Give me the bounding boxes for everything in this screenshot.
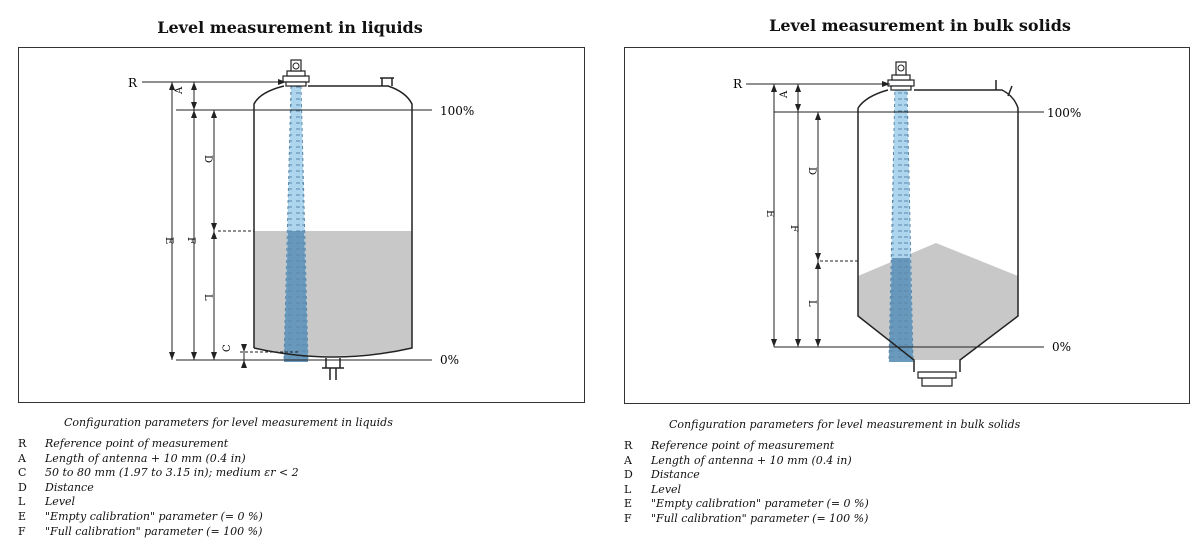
legend-text: Level (45, 495, 76, 509)
liquids-label-100: 100% (440, 104, 474, 118)
solids-label-100: 100% (1047, 106, 1081, 120)
legend-key: R (18, 437, 27, 450)
legend-key: A (18, 451, 26, 465)
legend-text: Reference point of measurement (651, 439, 835, 452)
liquids-title: Level measurement in liquids (157, 18, 423, 37)
legend-text: Distance (45, 480, 94, 494)
legend-text: "Full calibration" parameter (= 100 %) (651, 511, 869, 525)
liquids-label-R: R (128, 76, 138, 90)
silo-outlet (917, 371, 957, 387)
legend-key: D (18, 480, 27, 494)
legend-text: Distance (651, 468, 700, 482)
legend-item: E "Empty calibration" parameter (= 0 %) (624, 497, 869, 512)
beam-dashes (284, 86, 308, 362)
legend-key: E (624, 497, 633, 511)
legend-item: C 50 to 80 mm (1.97 to 3.15 in); medium ε… (18, 466, 299, 481)
legend-item: D Distance (624, 468, 869, 483)
legend-item: R Reference point of measurement (624, 439, 869, 454)
liquids-tank (253, 85, 413, 358)
legend-text: Length of antenna + 10 mm (0.4 in) (45, 451, 246, 465)
tank-nozzle-right (380, 77, 394, 86)
solids-caption: Configuration parameters for level measu… (669, 418, 1021, 431)
legend-text: Length of antenna + 10 mm (0.4 in) (651, 453, 852, 467)
solids-label-R: R (733, 77, 743, 91)
liquids-label-A: A (174, 86, 185, 95)
liquids-label-E: E (163, 237, 174, 244)
legend-key: A (624, 453, 632, 467)
solids-legend: R Reference point of measurement A Length … (624, 439, 869, 527)
legend-key: F (18, 524, 26, 538)
solids-label-A: A (779, 90, 790, 99)
tank-outlet (322, 358, 344, 380)
legend-key: E (18, 509, 27, 523)
solids-diagram: R 100% 0% E A F D L (624, 47, 1190, 404)
solids-label-E: E (764, 210, 775, 217)
solids-label-F: F (788, 225, 799, 232)
legend-item: L Level (18, 495, 299, 510)
legend-key: L (624, 482, 632, 496)
liquids-label-0: 0% (440, 353, 459, 367)
legend-item: F "Full calibration" parameter (= 100 %) (624, 512, 869, 527)
legend-text: "Full calibration" parameter (= 100 %) (45, 524, 263, 538)
liquids-label-L: L (202, 294, 213, 301)
solids-frame (624, 47, 1190, 404)
legend-key: C (18, 466, 27, 480)
liquids-diagram: R 100% 0% E F A D L C (18, 47, 585, 403)
legend-text: Level (651, 482, 682, 496)
liquid-medium (254, 231, 412, 356)
legend-item: R Reference point of measurement (18, 437, 299, 452)
solids-silo (857, 89, 1019, 372)
legend-item: A Length of antenna + 10 mm (0.4 in) (18, 452, 299, 467)
liquids-label-C: C (222, 344, 233, 352)
liquids-caption: Configuration parameters for level measu… (64, 416, 393, 429)
liquids-label-D: D (202, 155, 213, 163)
legend-key: L (18, 495, 26, 509)
liquids-legend: R Reference point of measurement A Length … (18, 437, 299, 539)
legend-key: F (624, 511, 632, 525)
solids-label-L: L (806, 300, 817, 307)
legend-text: 50 to 80 mm (1.97 to 3.15 in); medium εr… (45, 466, 299, 480)
legend-item: A Length of antenna + 10 mm (0.4 in) (624, 454, 869, 469)
solids-label-D: D (806, 167, 817, 175)
legend-item: L Level (624, 483, 869, 498)
legend-item: F "Full calibration" parameter (= 100 %) (18, 525, 299, 540)
legend-key: D (624, 468, 633, 482)
legend-text: "Empty calibration" parameter (= 0 %) (45, 509, 263, 523)
legend-text: "Empty calibration" parameter (= 0 %) (651, 497, 869, 511)
legend-key: R (624, 439, 633, 452)
legend-text: Reference point of measurement (45, 437, 229, 450)
radar-sensor (282, 59, 310, 87)
solids-label-0: 0% (1052, 340, 1071, 354)
liquids-label-F: F (185, 237, 196, 244)
legend-item: E "Empty calibration" parameter (= 0 %) (18, 510, 299, 525)
radar-sensor (887, 61, 915, 91)
solids-title: Level measurement in bulk solids (769, 16, 1071, 35)
legend-item: D Distance (18, 481, 299, 496)
bulk-solids-medium (858, 243, 1018, 360)
liquids-frame (18, 47, 585, 403)
